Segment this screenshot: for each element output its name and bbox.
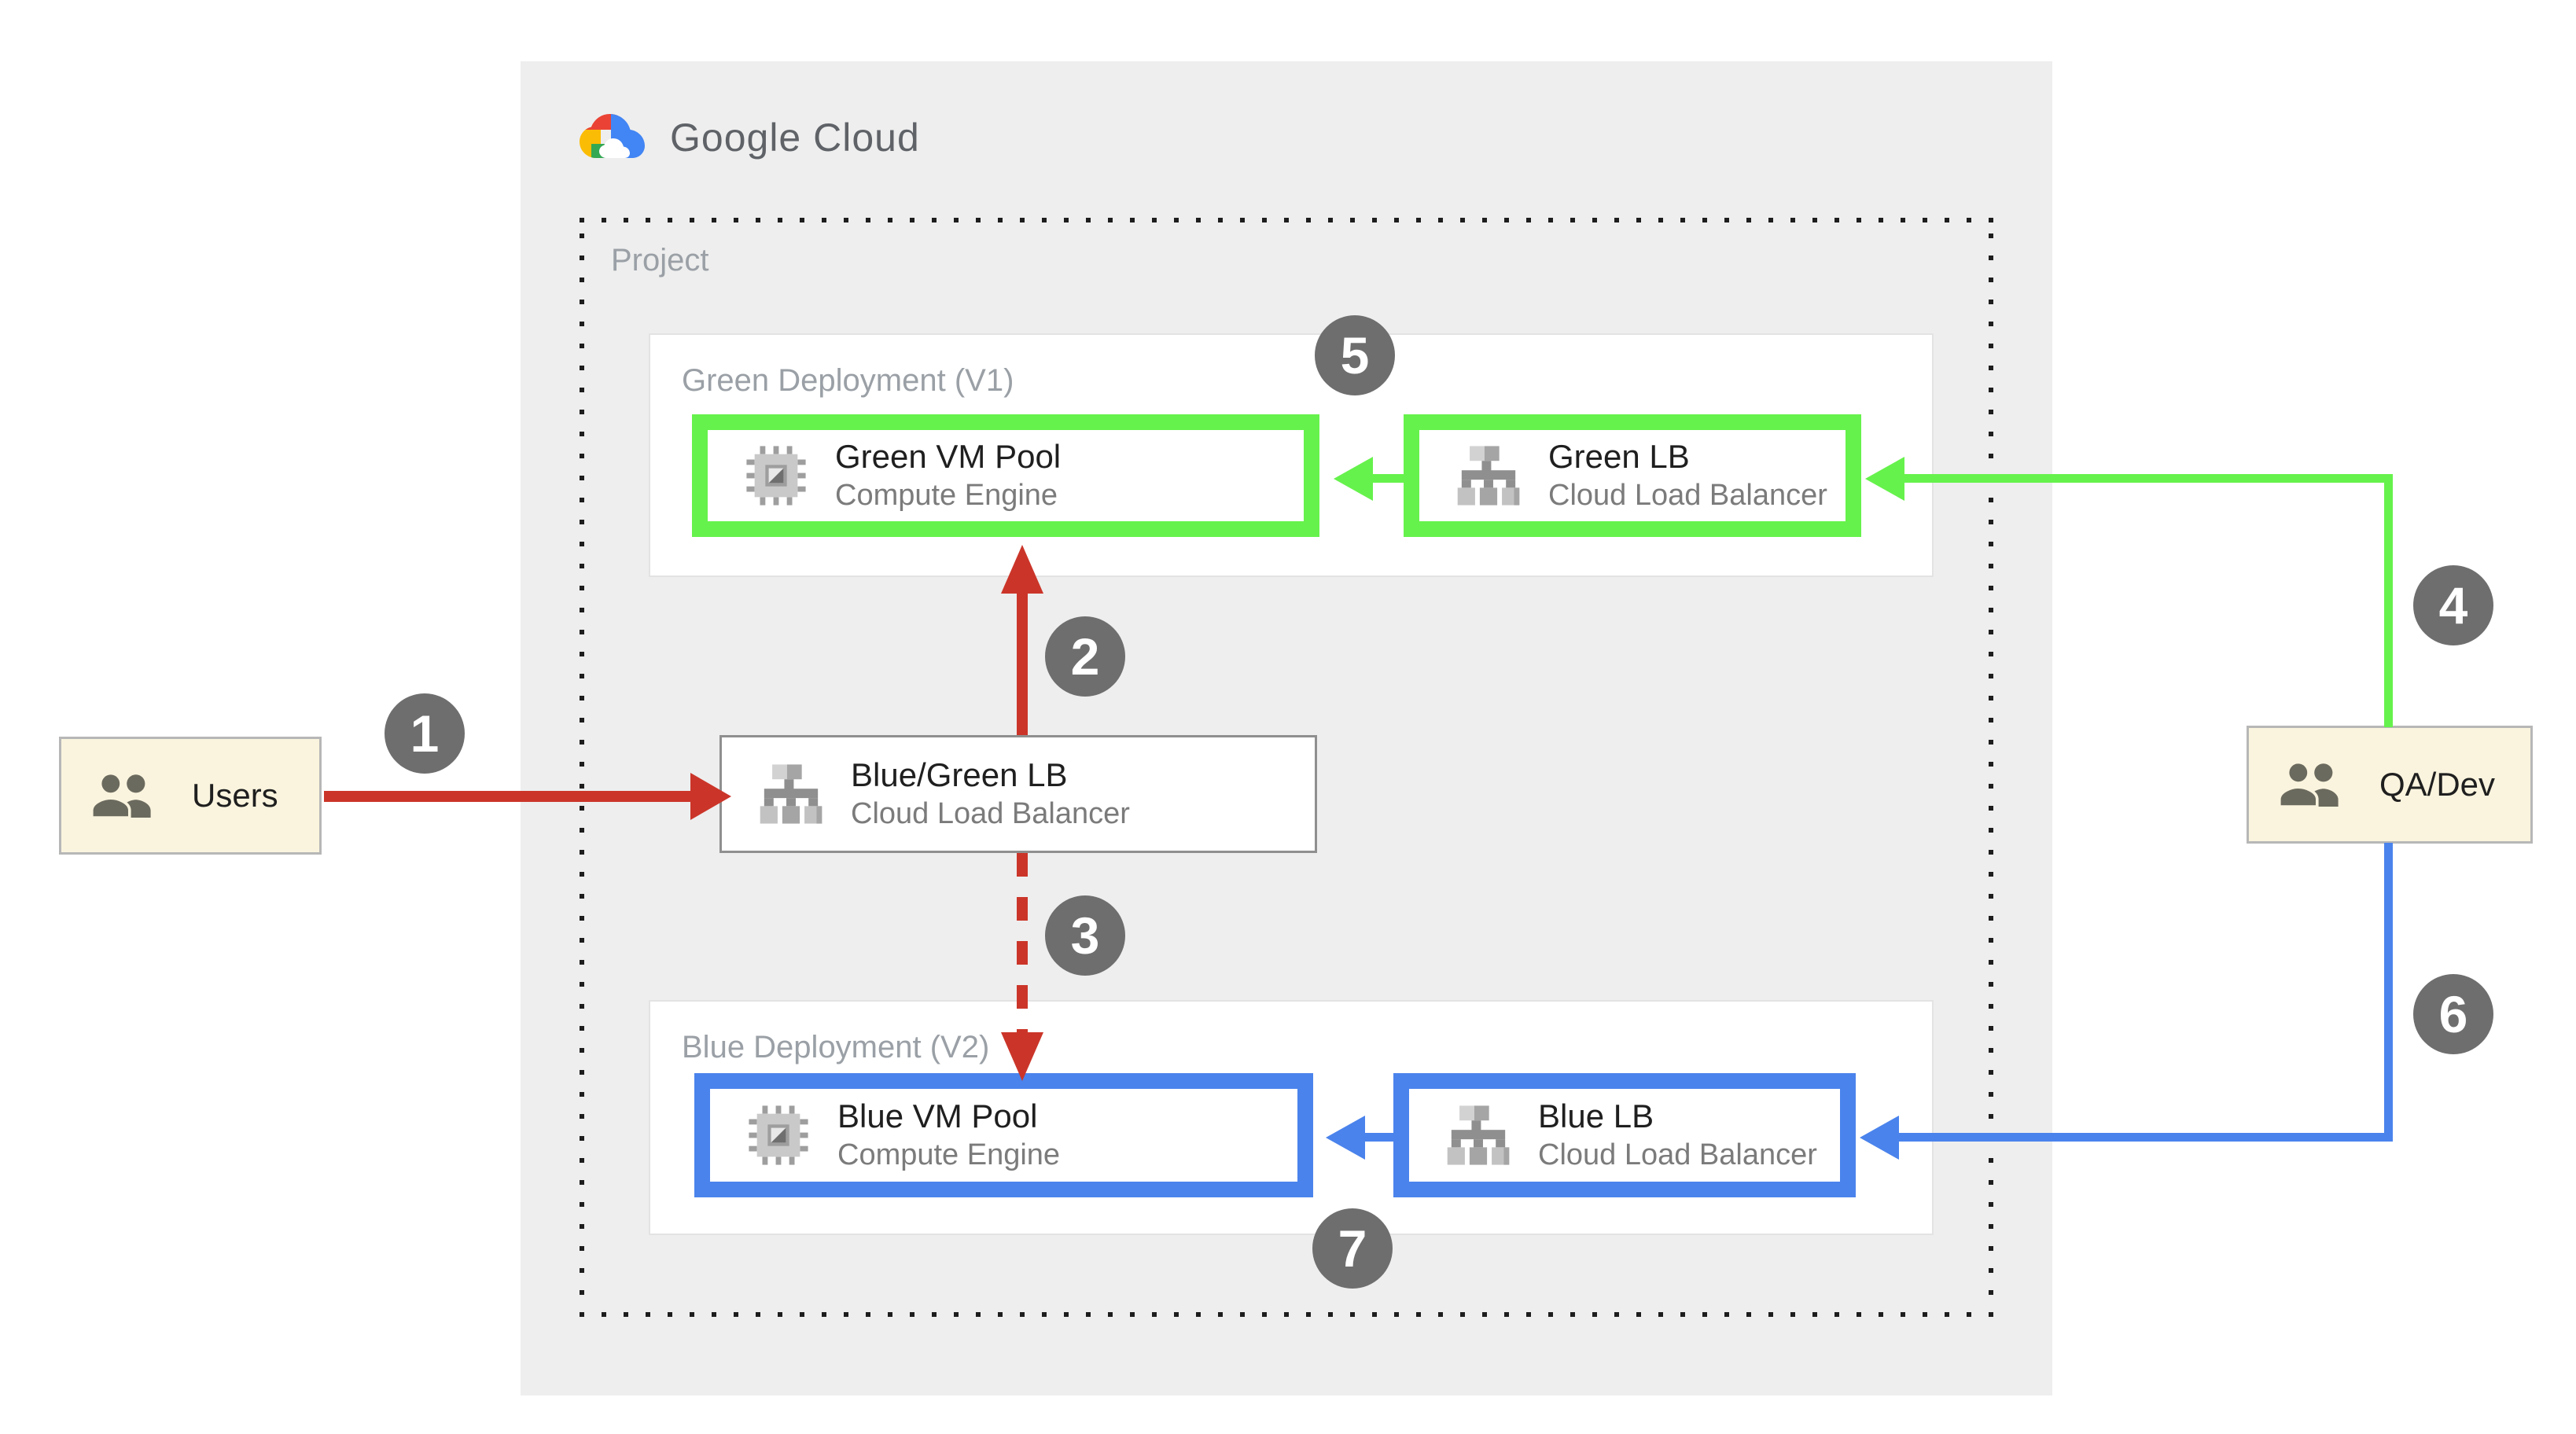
blue-vm-pool-node: Blue VM Pool Compute Engine [694,1073,1313,1197]
step-badge-2: 2 [1045,616,1125,697]
compute-engine-icon [746,446,806,506]
users-actor-box: Users [59,737,322,855]
google-cloud-logo: Google Cloud [576,110,920,165]
line-qadev-to-blue-lb-horizontal [1897,1133,2392,1142]
arrow-blue-lb-to-blue-vm [1363,1133,1395,1142]
blue-green-lb-node: Blue/Green LB Cloud Load Balancer [719,735,1317,853]
people-icon [90,771,151,819]
load-balancer-icon [1457,446,1520,506]
blue-deployment-label: Blue Deployment (V2) [682,1030,990,1064]
line-qadev-to-green-lb-horizontal [1903,474,2392,483]
step-badge-1: 1 [385,693,465,774]
users-label: Users [192,777,278,814]
people-icon [2278,760,2339,808]
arrowhead-down-red [1001,1032,1043,1081]
green-lb-node: Green LB Cloud Load Balancer [1404,414,1861,537]
compute-engine-icon [749,1105,808,1165]
blue-vm-pool-title: Blue VM Pool [837,1098,1038,1134]
arrow-green-lb-to-green-vm [1371,474,1406,483]
arrow-bluegreen-lb-to-green-vm [1017,592,1028,735]
blue-green-lb-subtitle: Cloud Load Balancer [851,797,1130,831]
green-lb-title: Green LB [1548,438,1690,475]
step-badge-5: 5 [1315,315,1395,395]
dashed-arrow-bluegreen-lb-to-blue-vm [1017,853,1028,1032]
step-badge-3: 3 [1045,895,1125,976]
green-vm-pool-node: Green VM Pool Compute Engine [692,414,1319,537]
blue-lb-subtitle: Cloud Load Balancer [1538,1138,1817,1172]
arrowhead-left-green [1865,457,1904,501]
google-cloud-cloud-icon [580,114,645,158]
arrowhead-left-blue [1860,1116,1899,1160]
line-qadev-to-blue-lb-vertical [2384,843,2393,1142]
arrowhead-left-blue [1326,1116,1365,1160]
blue-lb-node: Blue LB Cloud Load Balancer [1393,1073,1856,1197]
project-label: Project [611,243,709,278]
green-vm-pool-title: Green VM Pool [835,438,1062,475]
qa-dev-actor-box: QA/Dev [2247,726,2533,844]
line-qadev-to-green-lb-vertical [2384,474,2393,727]
google-cloud-wordmark: Google Cloud [670,116,920,160]
load-balancer-icon [760,764,822,824]
load-balancer-icon [1447,1105,1510,1165]
arrow-users-to-bluegreen-lb [324,791,692,802]
blue-green-lb-title: Blue/Green LB [851,756,1068,793]
step-badge-6: 6 [2413,974,2493,1054]
green-vm-pool-subtitle: Compute Engine [835,479,1058,513]
arrowhead-left-green [1334,457,1373,501]
blue-vm-pool-subtitle: Compute Engine [837,1138,1061,1172]
arrowhead-up-red [1001,545,1043,594]
qa-dev-label: QA/Dev [2379,766,2496,803]
blue-lb-title: Blue LB [1538,1098,1654,1134]
step-badge-4: 4 [2413,565,2493,645]
step-badge-7: 7 [1312,1208,1393,1289]
arrowhead-right-red [690,773,731,820]
green-lb-subtitle: Cloud Load Balancer [1548,479,1827,513]
green-deployment-label: Green Deployment (V1) [682,363,1014,398]
